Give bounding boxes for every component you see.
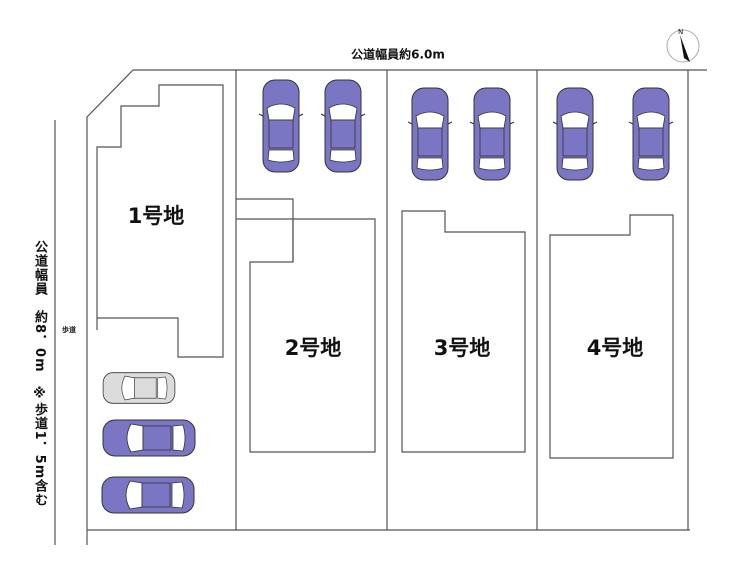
building-lot-4 bbox=[549, 214, 674, 459]
compass-icon bbox=[666, 29, 700, 63]
building-lot-3 bbox=[401, 210, 526, 453]
lot-1-label: 1号地 bbox=[127, 204, 185, 228]
lot-2-label: 2号地 bbox=[284, 336, 342, 360]
car-icon bbox=[320, 79, 366, 173]
road-top-label: 公道幅員約6.0m bbox=[351, 47, 445, 62]
car-icon bbox=[407, 87, 453, 181]
car-icon-grey bbox=[102, 372, 176, 404]
car-icon bbox=[628, 87, 674, 181]
car-icon bbox=[258, 79, 304, 173]
building-lot-1 bbox=[96, 84, 224, 358]
car-icon bbox=[102, 419, 196, 457]
car-icon bbox=[552, 87, 598, 181]
car-icon bbox=[101, 476, 195, 514]
car-icon bbox=[469, 87, 515, 181]
building-lot-2 bbox=[249, 218, 376, 453]
site-boundary-left bbox=[86, 69, 134, 545]
compass-north-label: N bbox=[678, 28, 684, 36]
sidewalk-label: 歩道 bbox=[62, 326, 76, 334]
lot-2-passage bbox=[236, 198, 294, 262]
lot-3-label: 3号地 bbox=[433, 336, 491, 360]
lot-4-label: 4号地 bbox=[586, 336, 644, 360]
road-left-label: 公道幅員 約8．0m ※歩道1．5m含む bbox=[32, 240, 47, 508]
